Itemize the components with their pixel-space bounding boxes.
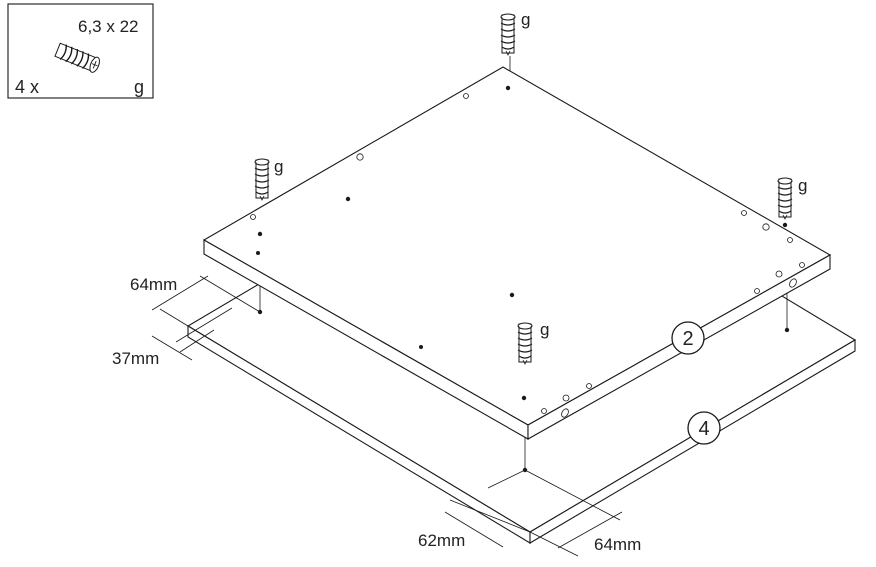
- dimension-top-left: 64mm: [130, 275, 177, 294]
- fastener-label: g: [798, 176, 807, 195]
- dimension-bottom-right: 64mm: [594, 535, 641, 554]
- hardware-size-label: 6,3 x 22: [78, 17, 139, 36]
- dimension-lower-left: 37mm: [112, 349, 159, 368]
- fastener-label: g: [540, 320, 549, 339]
- cam-dowel-icon: [54, 42, 100, 73]
- svg-text:4: 4: [698, 418, 709, 440]
- fastener-label: g: [521, 10, 530, 29]
- hardware-legend-box: 6,3 x 22 4 x g: [7, 3, 154, 99]
- fastener-label: g: [274, 157, 283, 176]
- dimension-bottom-left: 62mm: [418, 531, 465, 550]
- dowel-fastener: [500, 13, 516, 56]
- dowel-fastener: [777, 177, 793, 220]
- dowel-fastener: [517, 322, 533, 365]
- dimension-lines-bottom: [444, 469, 623, 557]
- part-callout-4: 4: [687, 411, 721, 445]
- svg-text:2: 2: [682, 328, 693, 350]
- part-callout-2: 2: [671, 321, 705, 355]
- hardware-quantity-label: 4 x: [15, 77, 39, 97]
- hardware-letter-label: g: [134, 77, 144, 97]
- dimension-lines-left: [151, 275, 261, 361]
- dowel-fastener: [254, 158, 270, 201]
